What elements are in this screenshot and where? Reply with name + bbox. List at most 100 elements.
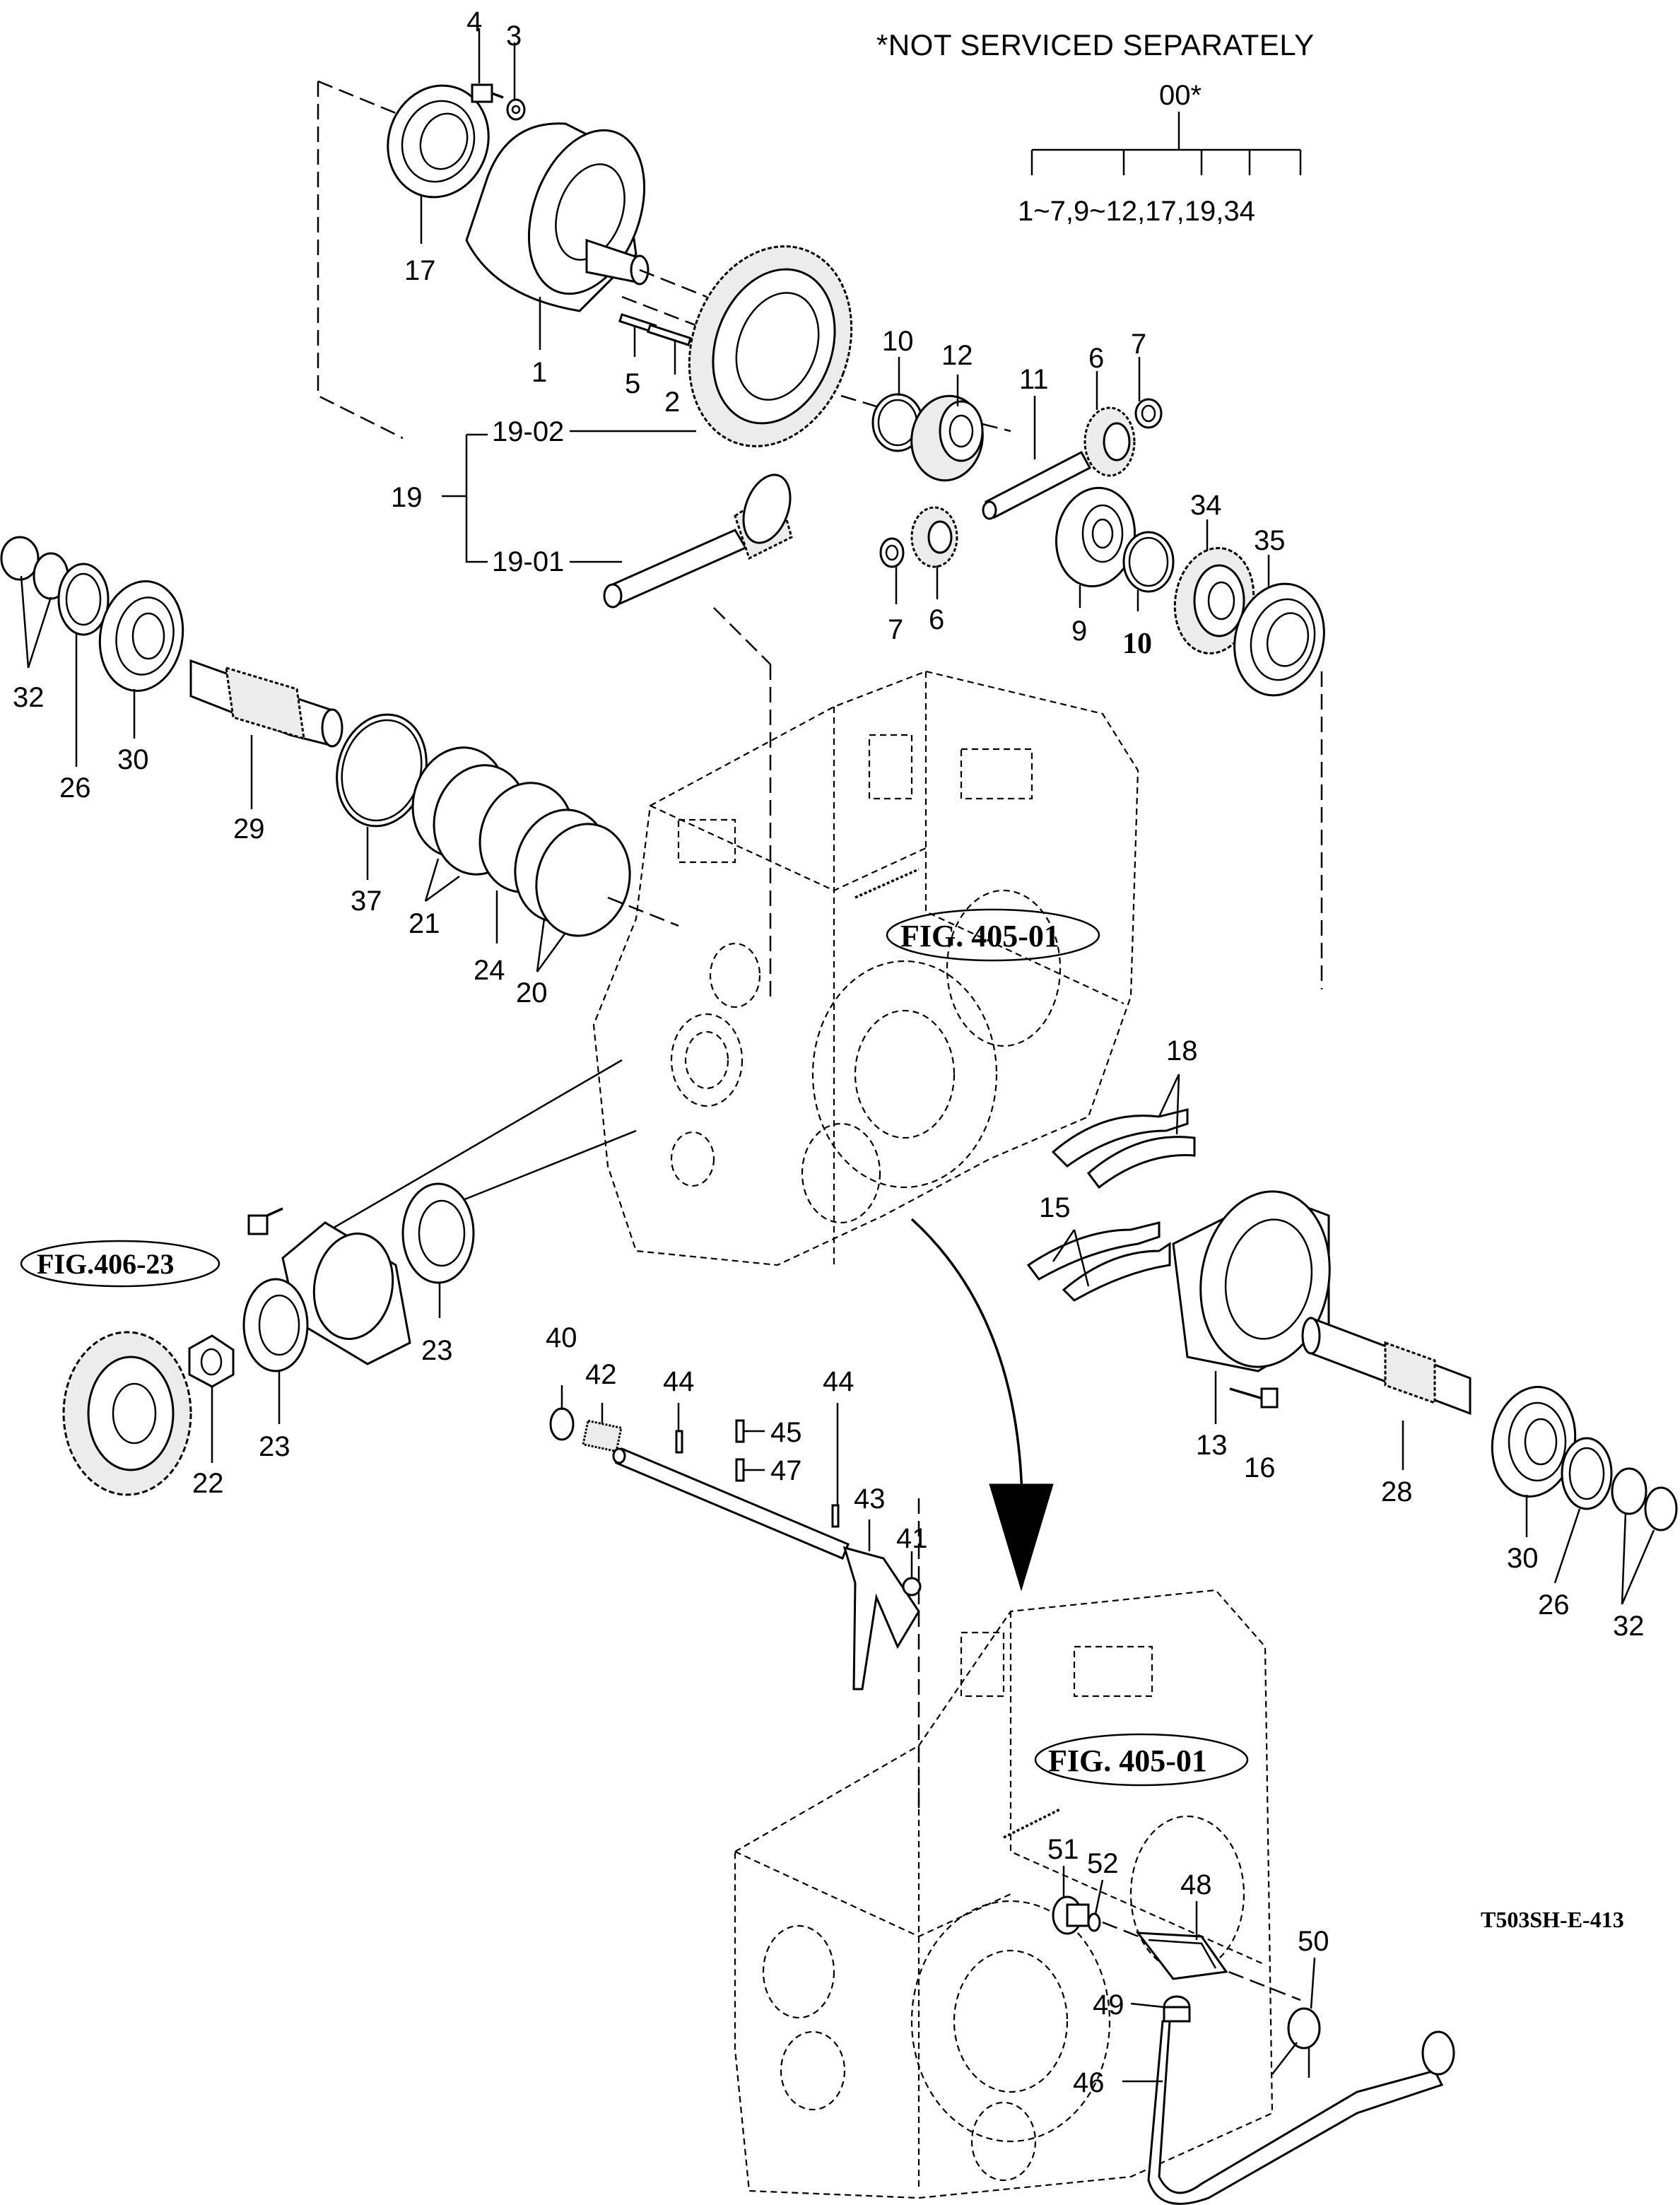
transmission-case-lower: [734, 1498, 1274, 2199]
callout-numbers: 4 3 17 1 5 2 19-02 19 19-01 10 12 11 6 7…: [13, 6, 1645, 2098]
callout-47: 47: [770, 1455, 802, 1486]
bearing-30-left: [98, 580, 184, 692]
callout-40: 40: [546, 1322, 577, 1353]
callout-7-lower: 7: [888, 614, 903, 645]
callout-2: 2: [664, 387, 680, 418]
callout-23-lower: 23: [259, 1431, 290, 1462]
callout-10-upper: 10: [882, 326, 914, 357]
fig-405-01-upper-label[interactable]: FIG. 405-01: [900, 919, 1059, 953]
callout-15: 15: [1039, 1192, 1071, 1223]
callout-13: 13: [1196, 1430, 1228, 1461]
callout-11: 11: [1019, 364, 1049, 395]
washer-52: [1087, 1912, 1101, 1932]
snap-ring-32-left: [0, 536, 69, 600]
clip-41: [902, 1577, 922, 1597]
fig-405-01-lower-label[interactable]: FIG. 405-01: [1048, 1744, 1207, 1778]
pinion-gear-6-lower: [910, 506, 958, 568]
washer-3: [506, 98, 526, 121]
differential-group: [317, 80, 1325, 1004]
callout-29: 29: [233, 813, 265, 845]
callout-32-right: 32: [1613, 1611, 1645, 1642]
nut-22: [188, 1334, 235, 1388]
drawing-code: T503SH-E-413: [1481, 1907, 1624, 1932]
bearing-23-lower: [242, 1278, 309, 1372]
callout-22: 22: [192, 1468, 224, 1499]
pinion-shaft-11: [982, 450, 1092, 520]
callout-19-02: 19-02: [492, 416, 564, 447]
bolt-left: [247, 1207, 283, 1235]
ring-gear-19-02: [688, 245, 853, 447]
ring-10-lower: [1122, 531, 1175, 593]
fig-405-01-lower-ref[interactable]: FIG. 405-01: [1034, 1733, 1249, 1787]
pedal-group: [1052, 1895, 1455, 2205]
axle-shaft-28: [1301, 1316, 1472, 1416]
bolt-4: [471, 83, 504, 103]
callout-41: 41: [896, 1523, 928, 1554]
callout-24: 24: [474, 955, 505, 986]
axle-housing-13: [1172, 1190, 1331, 1372]
callout-5: 5: [625, 368, 640, 399]
differential-case-1: [465, 122, 707, 312]
snap-ring-32-right: [1611, 1467, 1678, 1531]
callout-30-left: 30: [117, 744, 149, 775]
callout-28: 28: [1381, 1476, 1413, 1507]
side-gear-12: [910, 394, 984, 482]
callout-4: 4: [466, 6, 482, 37]
callout-44-left: 44: [663, 1366, 695, 1397]
callout-26-right: 26: [1538, 1589, 1570, 1621]
shift-rod-43: [612, 1447, 850, 1560]
callout-23-upper: 23: [421, 1335, 453, 1366]
callout-12: 12: [941, 340, 973, 371]
callout-7-upper: 7: [1131, 329, 1146, 360]
pedal-arm-46: [1147, 2020, 1455, 2205]
callout-42: 42: [585, 1359, 617, 1390]
washer-7-lower: [879, 537, 905, 568]
pinion-shaft-19-01: [603, 474, 793, 608]
spring-50: [1271, 2007, 1321, 2078]
callout-6-upper: 6: [1088, 343, 1104, 374]
fig-405-01-upper-ref[interactable]: FIG. 405-01: [886, 908, 1100, 962]
rings-20: [514, 808, 631, 937]
assembly-note: *NOT SERVICED SEPARATELY 00* 1~7,9~12,17…: [876, 28, 1315, 227]
transmission-case-upper: [592, 670, 1139, 1266]
not-serviced-note: *NOT SERVICED SEPARATELY: [876, 28, 1315, 61]
callout-1: 1: [531, 357, 547, 388]
callout-9: 9: [1071, 616, 1087, 647]
callout-49: 49: [1093, 1989, 1124, 2021]
callout-43: 43: [854, 1483, 886, 1515]
boot-49: [1163, 1995, 1191, 2023]
callout-17: 17: [404, 255, 436, 286]
callout-34: 34: [1190, 490, 1222, 521]
callout-20: 20: [516, 977, 548, 1009]
bushing-51: [1052, 1895, 1090, 1935]
callout-44-right: 44: [823, 1366, 854, 1397]
bearing-17: [387, 84, 490, 199]
callout-21: 21: [409, 908, 440, 939]
bearing-30-right: [1491, 1386, 1577, 1498]
gear-fig-406-23: [62, 1331, 192, 1496]
callout-10-lower: 10: [1122, 628, 1152, 660]
pinion-gear-6-upper: [1083, 406, 1136, 477]
callout-52: 52: [1087, 1848, 1119, 1879]
callout-6-lower: 6: [929, 604, 944, 635]
pin-2: [647, 324, 692, 346]
callout-19: 19: [391, 482, 423, 513]
washer-7-upper: [1134, 398, 1163, 429]
shims-15: [1026, 1221, 1171, 1302]
assembly-contents: 1~7,9~12,17,19,34: [1018, 196, 1255, 227]
right-axle-group: [1026, 1108, 1678, 1531]
callout-37: 37: [351, 886, 382, 917]
pedal-pad-48: [1135, 1931, 1228, 1980]
callout-46: 46: [1073, 2067, 1105, 2098]
callout-45: 45: [770, 1417, 802, 1448]
fig-406-23-label[interactable]: FIG.406-23: [37, 1248, 174, 1280]
callout-30-right: 30: [1507, 1543, 1539, 1574]
callout-3: 3: [506, 20, 522, 52]
callout-35: 35: [1254, 525, 1286, 556]
fig-406-23-ref[interactable]: FIG.406-23: [20, 1240, 221, 1288]
callout-51: 51: [1047, 1834, 1079, 1865]
spring-42: [582, 1419, 623, 1453]
shift-fork: [842, 1546, 920, 1690]
leader-lines: [20, 28, 1655, 2083]
